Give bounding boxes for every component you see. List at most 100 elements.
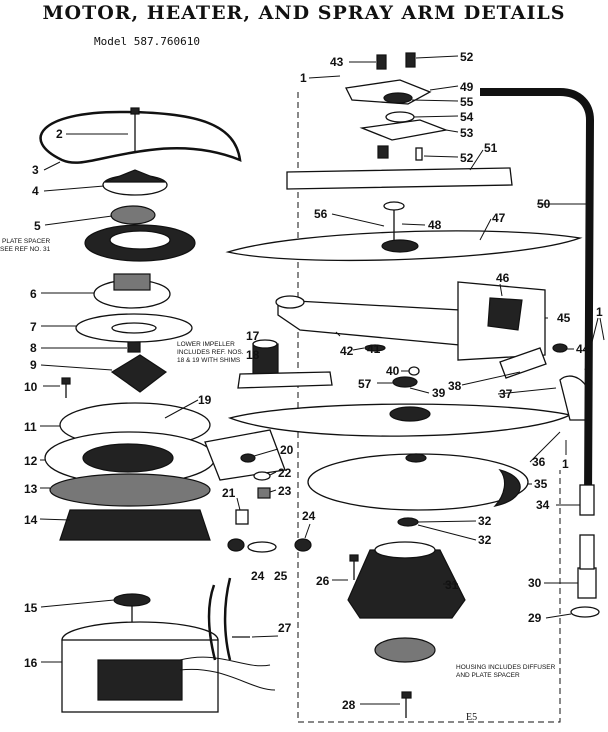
callout-25: 25: [274, 569, 288, 583]
callout-52-bottom: 52: [460, 151, 474, 165]
callout-26: 26: [316, 574, 330, 588]
callout-54: 54: [460, 110, 474, 124]
callout-51: 51: [484, 141, 498, 155]
callout-48: 48: [428, 218, 442, 232]
bracket-part-18: [237, 371, 333, 389]
supply-tube-part-50: [480, 88, 595, 501]
filter-screen: [374, 637, 436, 663]
callout-10: 10: [24, 380, 38, 394]
callout-32-upper: 32: [478, 514, 492, 528]
callout-1-right-low: 1: [562, 457, 569, 471]
callout-2: 2: [56, 127, 63, 141]
callout-55: 55: [460, 95, 474, 109]
callout-50: 50: [537, 197, 551, 211]
washer-part-32: [397, 517, 419, 527]
washer-part-20: [240, 453, 256, 463]
tube-part-34: [579, 484, 595, 516]
callout-1-top: 1: [300, 71, 307, 85]
callout-37: 37: [499, 387, 513, 401]
heater-element: [39, 110, 242, 164]
spring-part-24a: [227, 538, 245, 552]
callout-3: 3: [32, 163, 39, 177]
spring-part-24b: [294, 538, 312, 552]
screw-part-40: [408, 366, 420, 376]
callout-23: 23: [278, 484, 292, 498]
model-number: Model 587.760610: [94, 35, 200, 48]
clip-part-21: [235, 509, 249, 525]
motor-pulley-part-15: [113, 593, 151, 607]
note-lower-impeller: LOWER IMPELLER INCLUDES REF. NOS. 18 & 1…: [177, 341, 245, 364]
bushing-part-23: [257, 487, 271, 499]
callout-18: 18: [246, 348, 260, 362]
callout-38: 38: [448, 379, 462, 393]
screw-part-41: [364, 344, 386, 352]
callout-42: 42: [340, 344, 354, 358]
callout-36: 36: [532, 455, 546, 469]
ring-part-29: [570, 606, 600, 618]
callout-30: 30: [528, 576, 542, 590]
support-bar-part-51: [286, 167, 513, 190]
callout-53: 53: [460, 126, 474, 140]
screw-part-10: [61, 377, 71, 398]
callout-43: 43: [330, 55, 344, 69]
callout-17: 17: [246, 329, 260, 343]
upper-hub-parts: [345, 52, 449, 161]
callout-16: 16: [24, 656, 38, 670]
callout-7: 7: [30, 320, 37, 334]
hub-nut-part-57: [392, 376, 418, 388]
lower-impeller: [110, 354, 168, 393]
page-code: E5: [466, 712, 478, 723]
callout-34: 34: [536, 498, 550, 512]
callout-24-lower: 24: [251, 569, 265, 583]
motor-mount-part-14: [59, 509, 211, 541]
callout-28: 28: [342, 698, 356, 712]
shaft-part-8: [127, 341, 141, 353]
ring-part-22: [253, 471, 271, 481]
callout-29: 29: [528, 611, 542, 625]
callout-44: 44: [576, 342, 590, 356]
callout-40: 40: [386, 364, 400, 378]
callout-6: 6: [30, 287, 37, 301]
callout-24-upper: 24: [302, 509, 316, 523]
feed-tube-part-42: [277, 299, 461, 346]
callout-56: 56: [314, 207, 328, 221]
seal-part-46: [487, 297, 523, 331]
callout-15: 15: [24, 601, 38, 615]
callout-47: 47: [492, 211, 506, 225]
callout-11: 11: [24, 420, 37, 434]
tube-part-38: [499, 347, 547, 379]
callout-20: 20: [280, 443, 294, 457]
coupling-part-30: [577, 567, 597, 599]
screw-part-28: [401, 691, 412, 718]
callout-41-label: 41: [367, 342, 381, 356]
callout-5: 5: [34, 219, 41, 233]
callout-46: 46: [496, 271, 510, 285]
screw-part-2: [130, 107, 140, 152]
callout-1-right-top: 1: [596, 305, 603, 319]
callout-39: 39: [432, 386, 446, 400]
screw-part-26: [349, 554, 359, 580]
callout-labels: 2 3 4 5 6 7 8 9 10 11 12 13 14 15 16 19 …: [24, 50, 603, 712]
note-housing: HOUSING INCLUDES DIFFUSER AND PLATE SPAC…: [456, 664, 557, 679]
callout-12: 12: [24, 454, 38, 468]
leader-lines: [39, 55, 605, 705]
callout-31: 31: [445, 578, 459, 592]
callout-52-top: 52: [460, 50, 474, 64]
callout-57: 57: [358, 377, 372, 391]
assembly-guide-line: [297, 92, 561, 723]
note-plate-spacer: PLATE SPACER SEE REF NO. 31: [0, 238, 52, 253]
callout-49: 49: [460, 80, 474, 94]
link-part-25: [247, 541, 277, 553]
callout-21: 21: [222, 486, 236, 500]
callout-13: 13: [24, 482, 38, 496]
callout-32-lower: 32: [478, 533, 492, 547]
nut-part-44: [552, 343, 568, 353]
callout-45: 45: [557, 311, 571, 325]
callout-22: 22: [278, 466, 292, 480]
callout-19: 19: [198, 393, 212, 407]
diagram-title: MOTOR, HEATER, AND SPRAY ARM DETAILS: [42, 2, 566, 24]
callout-9: 9: [30, 358, 37, 372]
callout-14: 14: [24, 513, 38, 527]
housing-part-31: [347, 549, 466, 619]
